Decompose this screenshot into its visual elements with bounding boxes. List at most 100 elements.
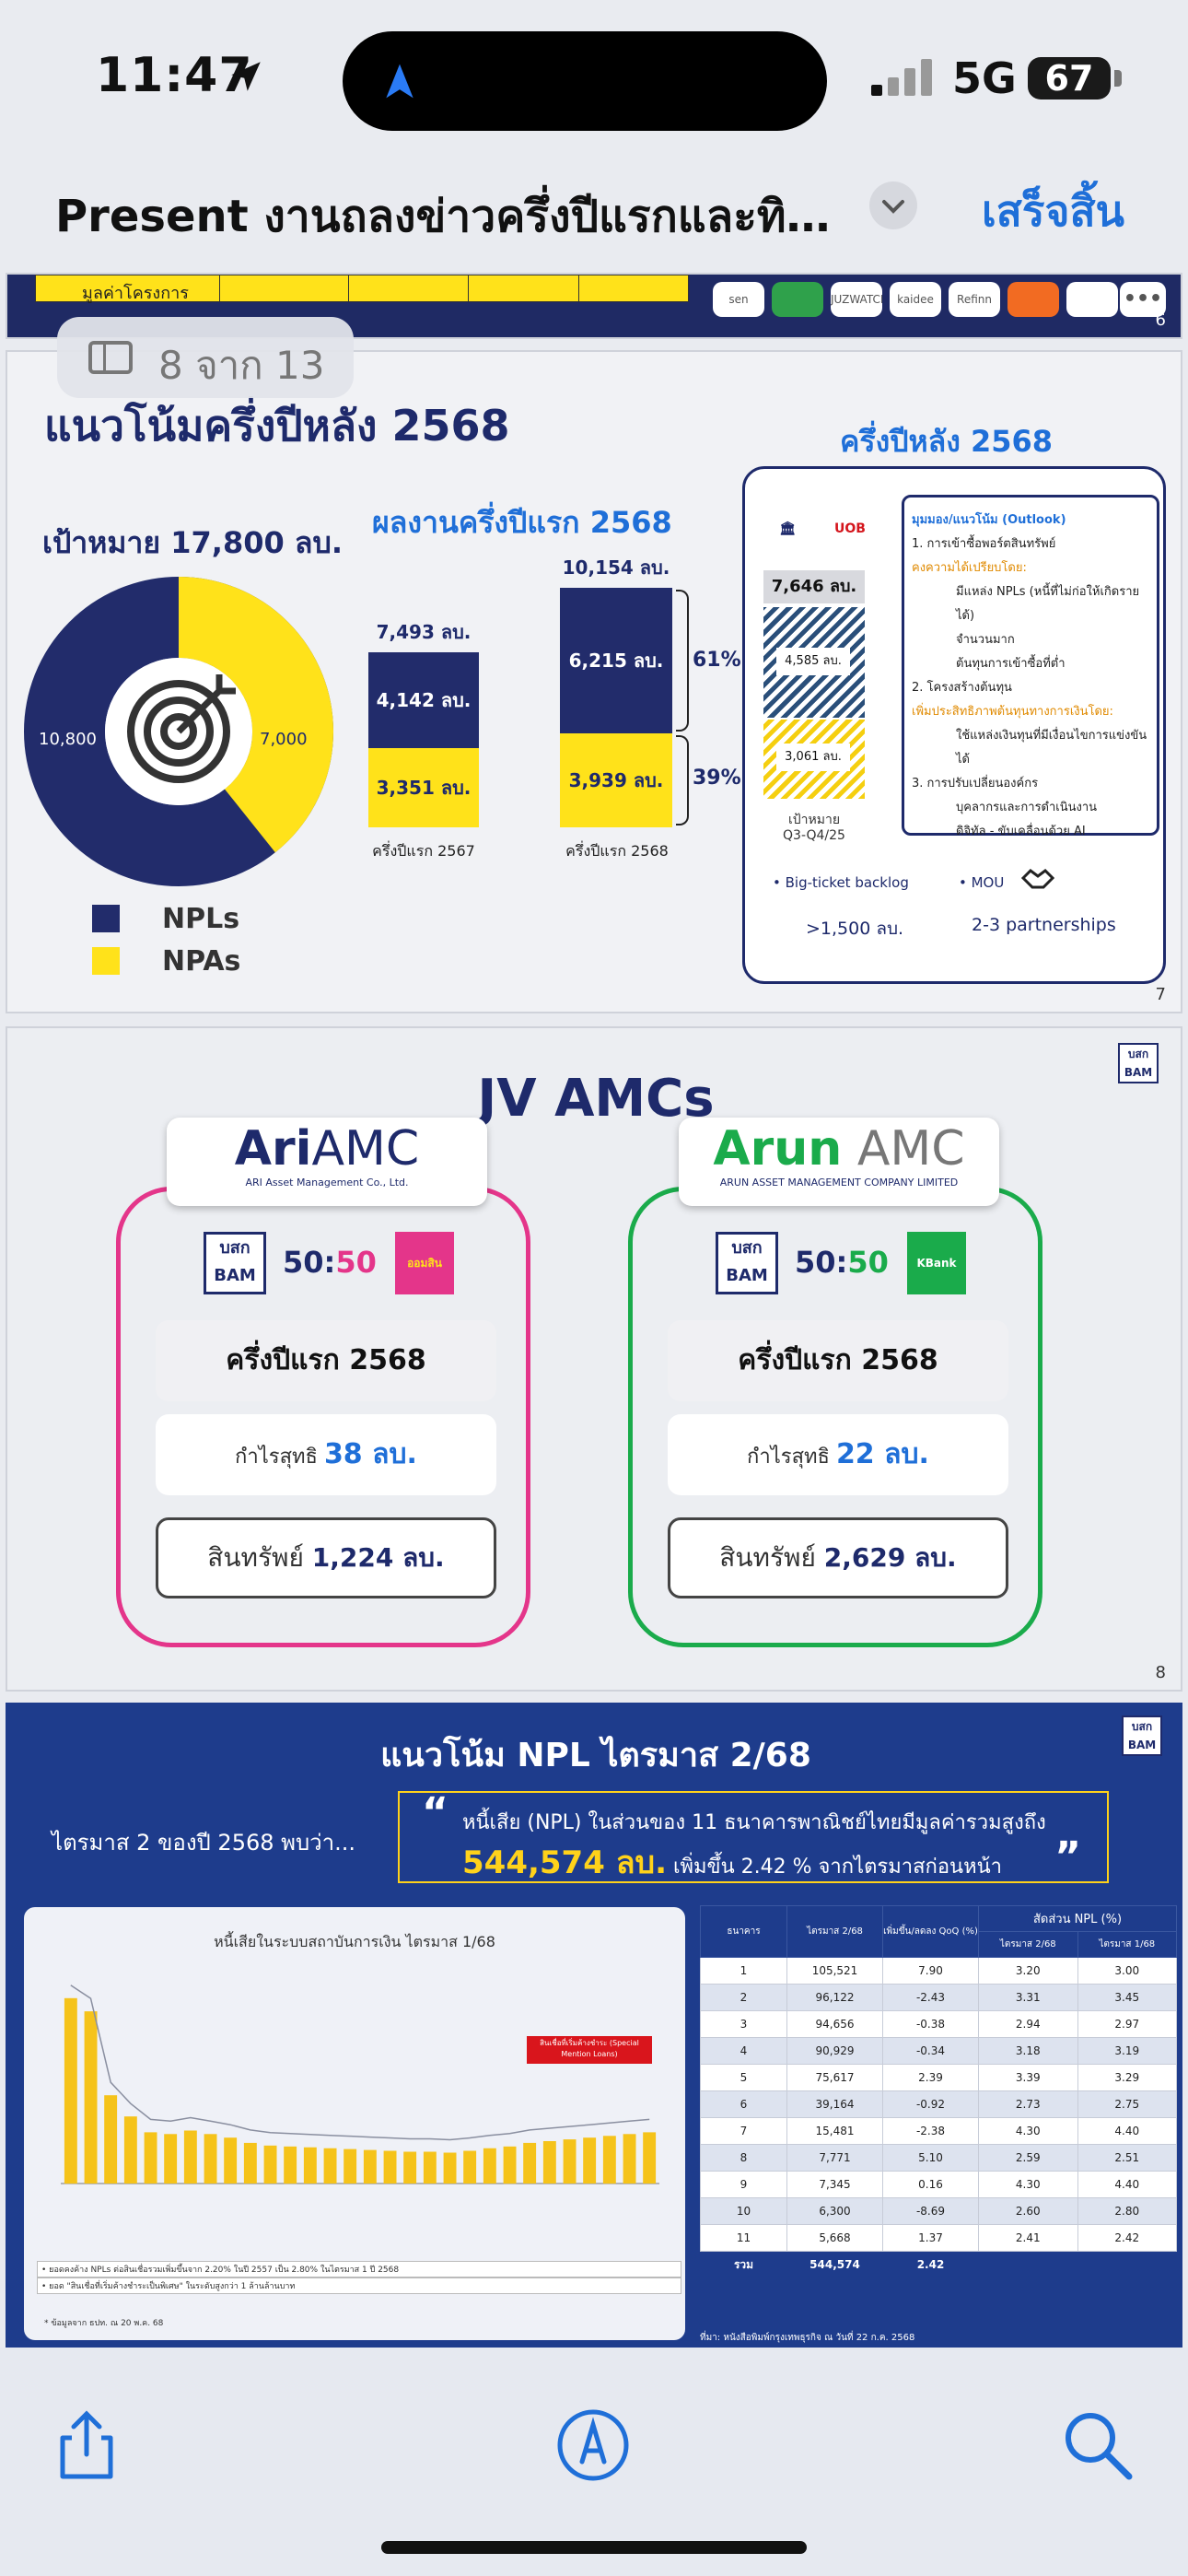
legend-npa-swatch: [92, 947, 120, 975]
outlook-heading: มุมมอง/แนวโน้ม (Outlook): [912, 513, 1066, 527]
table-cell: 4.30: [978, 2117, 1078, 2145]
quote-line-2: 544,574 ลบ. เพิ่มขึ้น 2.42 % จากไตรมาสก่…: [462, 1837, 1002, 1887]
partner-logo: [1007, 282, 1059, 317]
network-type: 5G: [952, 53, 1017, 103]
table-header: ไตรมาส 2/68: [786, 1905, 883, 1958]
target-icon: [127, 674, 236, 783]
donut-npl-value: 10,800: [39, 730, 97, 749]
outlook-item: 2. โครงสร้างต้นทุน: [912, 681, 1012, 695]
chart-bar: [602, 2136, 616, 2184]
table-source: ที่มา: หนังสือพิมพ์กรุงเทพธุรกิจ ณ วันที…: [700, 2333, 915, 2343]
h2-npl-value: 4,585 ลบ.: [776, 648, 850, 675]
chart-bar: [643, 2132, 657, 2184]
kbank-logo: KBank: [907, 1232, 966, 1294]
open-quote-icon: “: [422, 1789, 448, 1836]
chart-bar: [183, 2130, 197, 2184]
slide-9[interactable]: บสก BAM แนวโน้ม NPL ไตรมาส 2/68 ไตรมาส 2…: [6, 1703, 1182, 2348]
status-bar: 11:47 5G 67: [0, 0, 1188, 161]
npl-brace: [676, 590, 689, 732]
bar-npl-segment: 4,142 ลบ.: [368, 652, 479, 748]
chart-bar: [144, 2132, 157, 2184]
table-cell: 3: [700, 2010, 787, 2038]
jv-card-ari: AriAMC ARI Asset Management Co., Ltd. บส…: [116, 1118, 530, 1647]
slide-title: แนวโน้มครึ่งปีหลัง 2568: [44, 401, 510, 451]
arun-amc-logo: Arun AMC ARUN ASSET MANAGEMENT COMPANY L…: [679, 1118, 999, 1206]
table-cell: 1: [700, 1957, 787, 1985]
table-cell: -0.34: [882, 2037, 979, 2065]
table-cell: 2.97: [1077, 2010, 1177, 2038]
chart-bar: [344, 2149, 357, 2184]
bar-npa-segment: 3,351 ลบ.: [368, 748, 479, 827]
table-cell: 3.31: [978, 1984, 1078, 2011]
title-menu-button[interactable]: [869, 181, 917, 229]
markup-icon[interactable]: [554, 2406, 632, 2484]
ratio-partner: 50: [847, 1245, 889, 1280]
table-cell: 7,771: [786, 2144, 883, 2172]
assets-value: 2,629 ลบ.: [823, 1542, 957, 1573]
battery-icon: 67: [1028, 57, 1111, 100]
backlog-label: • Big-ticket backlog: [773, 874, 909, 891]
slide-number: 6: [1155, 310, 1166, 330]
table-cell: 10: [700, 2197, 787, 2225]
table-cell: 5: [700, 2064, 787, 2091]
chart-bar: [204, 2134, 217, 2184]
quote-line-1: หนี้เสีย (NPL) ในส่วนของ 11 ธนาคารพาณิชย…: [462, 1811, 1046, 1834]
mou-label: • MOU: [959, 874, 1005, 891]
done-button[interactable]: เสร็จสิ้น: [982, 186, 1124, 236]
bar-total-label: 7,493 ลบ.: [376, 621, 472, 643]
table-header: ไตรมาส 1/68: [1077, 1931, 1177, 1958]
slide-8[interactable]: บสก BAM JV AMCs AriAMC ARI Asset Managem…: [6, 1026, 1182, 1692]
h2-panel: 🏛 UOB 7,646 ลบ. 4,585 ลบ. 3,061 ลบ. เป้า…: [742, 466, 1166, 984]
table-header: ธนาคาร: [700, 1905, 787, 1958]
signal-icon: [871, 59, 932, 96]
logo-text: AMC: [311, 1121, 420, 1177]
share-icon[interactable]: [48, 2406, 125, 2484]
table-cell: 4.40: [1077, 2171, 1177, 2198]
table-cell: 2.39: [882, 2064, 979, 2091]
document-title[interactable]: Present งานถลงข่าวครึ่งปีแรกและทิศทางครึ…: [55, 191, 856, 242]
half-year-label: ครึ่งปีแรก 2568: [668, 1320, 1008, 1401]
gsb-logo: ออมสิน: [395, 1232, 454, 1294]
outlook-item: บุคลากรและการดำเนินงาน: [956, 801, 1098, 814]
special-mention-badge: สินเชื่อที่เริ่มค้างชำระ (Special Mentio…: [527, 2036, 652, 2064]
slide-6[interactable]: มูลค่าโครงการ sen JUZWATCH kaidee Refinn…: [6, 273, 1182, 339]
chart-bar: [623, 2134, 636, 2184]
table-cell: [978, 2251, 1078, 2278]
table-cell: 3.45: [1077, 1984, 1177, 2011]
dynamic-island: [343, 31, 827, 131]
chart-trend-line: [70, 1985, 650, 2141]
ratio-bam: 50:: [283, 1245, 336, 1280]
table-cell: 3.39: [978, 2064, 1078, 2091]
close-quote-icon: ”: [1054, 1833, 1081, 1880]
table-divider: [468, 275, 469, 302]
quote-box: “ หนี้เสีย (NPL) ในส่วนของ 11 ธนาคารพาณิ…: [398, 1789, 1109, 1883]
home-indicator[interactable]: [381, 2541, 807, 2554]
logo-subtitle: ARI Asset Management Co., Ltd.: [245, 1177, 409, 1188]
battery-tip: [1114, 70, 1122, 87]
bar-npl-segment: 6,215 ลบ.: [560, 588, 672, 733]
npa-brace: [676, 735, 689, 825]
donut-npa-slice: [24, 577, 333, 886]
table-cell: 105,521: [786, 1957, 883, 1985]
chart-bar: [563, 2139, 577, 2184]
search-icon[interactable]: [1059, 2406, 1136, 2484]
table-cell: 3.00: [1077, 1957, 1177, 1985]
table-header: ไตรมาส 2/68: [978, 1931, 1078, 1958]
table-cell: 90,929: [786, 2037, 883, 2065]
chart-bar: [423, 2151, 437, 2184]
table-cell: 2.41: [978, 2224, 1078, 2252]
npa-percent: 39%: [693, 767, 741, 790]
table-cell: 75,617: [786, 2064, 883, 2091]
chart-note: • ยอดคงค้าง NPLs ต่อสินเชื่อรวมเพิ่มขึ้น…: [37, 2261, 681, 2277]
project-value-row: มูลค่าโครงการ: [35, 275, 689, 303]
table-cell: 7.90: [882, 1957, 979, 1985]
table-cell: 2.59: [978, 2144, 1078, 2172]
table-cell: -8.69: [882, 2197, 979, 2225]
logo-text: Arun: [713, 1121, 843, 1177]
table-cell: [1077, 2251, 1177, 2278]
title-bar: Present งานถลงข่าวครึ่งปีแรกและทิศทางครึ…: [0, 161, 1188, 272]
table-cell: 8: [700, 2144, 787, 2172]
partner-logo: sen: [713, 282, 764, 317]
page-indicator[interactable]: 8 จาก 13: [57, 317, 354, 398]
slide-7[interactable]: แนวโน้มครึ่งปีหลัง 2568 เป้าหมาย 17,800 …: [6, 350, 1182, 1013]
